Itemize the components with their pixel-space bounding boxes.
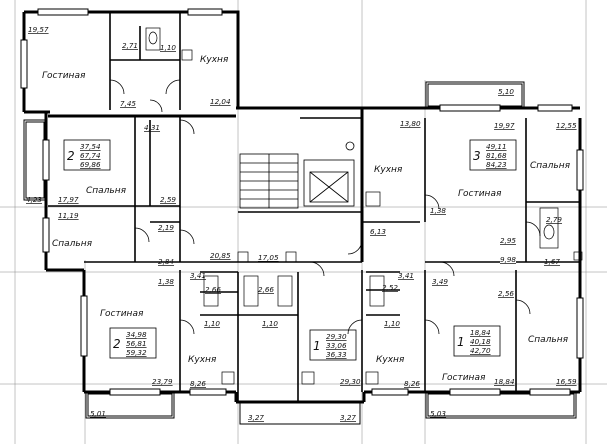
area-value: 1,10 [262, 319, 278, 328]
apartment-area-full: 69,86 [80, 160, 101, 169]
room-label: Кухня [200, 55, 229, 65]
room-label: Спальня [86, 186, 127, 196]
area-value: 1,10 [384, 319, 400, 328]
area-value: 2,19 [158, 223, 174, 232]
apartment-area-total: 81,68 [486, 151, 507, 160]
area-value: 6,13 [370, 227, 386, 236]
area-value: 2,79 [546, 215, 562, 224]
area-value: 3,27 [248, 413, 264, 422]
area-value: 23,79 [152, 377, 173, 386]
room-label: Гостиная [42, 71, 86, 81]
apartment-area-total: 56,81 [126, 339, 147, 348]
apartment-area-living: 29,30 [326, 332, 347, 341]
room-label: Гостиная [442, 373, 486, 383]
area-value: 3,49 [432, 277, 448, 286]
apartment-area-living: 18,84 [470, 328, 491, 337]
apartment-numbers: 2 37,54 67,74 69,86 3 49,11 81,68 84,23 … [67, 142, 507, 359]
area-value: 3,41 [190, 271, 206, 280]
room-labels: Гостиная Кухня Спальня Спальня Кухня Гос… [42, 55, 571, 383]
area-value: 2,56 [498, 289, 514, 298]
area-value: 11,19 [58, 211, 79, 220]
apartment-area-living: 37,54 [80, 142, 101, 151]
area-value: 1,10 [204, 319, 220, 328]
room-label: Кухня [188, 355, 217, 365]
apartment-area-full: 84,23 [486, 160, 507, 169]
area-value: 12,55 [556, 121, 577, 130]
area-value: 8,26 [190, 379, 206, 388]
fixtures [145, 27, 583, 385]
apartment-area-full: 42,70 [470, 346, 491, 355]
apartment-tags [63, 139, 517, 361]
area-value: 1,38 [158, 277, 174, 286]
apartment-rooms-count: 2 [113, 337, 121, 351]
area-value: 5,01 [90, 409, 106, 418]
area-value: 29,30 [340, 377, 361, 386]
apartment-area-living: 34,98 [126, 330, 147, 339]
area-value: 16,59 [556, 377, 577, 386]
apartment-area-full: 59,32 [126, 348, 147, 357]
area-value: 9,98 [500, 255, 516, 264]
apartment-rooms-count: 1 [457, 335, 465, 349]
apartment-area-living: 49,11 [486, 142, 507, 151]
room-label: Спальня [528, 335, 569, 345]
room-label: Спальня [530, 161, 571, 171]
area-value: 4,31 [144, 123, 160, 132]
area-value: 12,04 [210, 97, 231, 106]
area-value: 13,80 [400, 119, 421, 128]
area-value: 3,27 [340, 413, 356, 422]
area-value: 19,97 [494, 121, 515, 130]
area-value: 19,57 [28, 25, 49, 34]
interior-walls [48, 12, 580, 402]
area-value: 5,03 [430, 409, 446, 418]
area-value: 3,41 [398, 271, 414, 280]
area-value: 17,97 [58, 195, 79, 204]
area-value: 1,38 [430, 206, 446, 215]
area-value: 18,84 [494, 377, 515, 386]
stair-core [239, 141, 355, 209]
area-value: 2,59 [160, 195, 176, 204]
apartment-rooms-count: 2 [67, 149, 75, 163]
area-value: 2,71 [122, 41, 138, 50]
area-value: 2,84 [158, 257, 174, 266]
room-label: Кухня [374, 165, 403, 175]
area-value: 2,95 [500, 236, 516, 245]
apartment-rooms-count: 1 [313, 339, 321, 353]
area-labels: 19,57 2,71 1,10 7,45 12,04 4,31 17,97 4,… [26, 25, 577, 422]
area-value: 20,85 [210, 251, 231, 260]
room-label: Кухня [376, 355, 405, 365]
area-value: 1,67 [544, 257, 560, 266]
windows [20, 8, 584, 396]
area-value: 1,10 [160, 43, 176, 52]
area-value: 8,26 [404, 379, 420, 388]
area-value: 17,05 [258, 253, 279, 262]
room-label: Гостиная [100, 309, 144, 319]
room-label: Спальня [52, 239, 93, 249]
area-value: 5,10 [498, 87, 514, 96]
room-label: Гостиная [458, 189, 502, 199]
area-value: 2,66 [258, 285, 274, 294]
apartment-area-total: 67,74 [80, 151, 101, 160]
apartment-area-full: 36,33 [326, 350, 347, 359]
area-value: 7,45 [120, 99, 136, 108]
area-value: 2,66 [205, 285, 221, 294]
balconies [23, 81, 577, 425]
area-value: 2,52 [382, 283, 398, 292]
apartment-rooms-count: 3 [473, 149, 481, 163]
area-value: 4,23 [26, 195, 42, 204]
apartment-area-total: 40,18 [470, 337, 491, 346]
apartment-area-total: 33,06 [326, 341, 347, 350]
